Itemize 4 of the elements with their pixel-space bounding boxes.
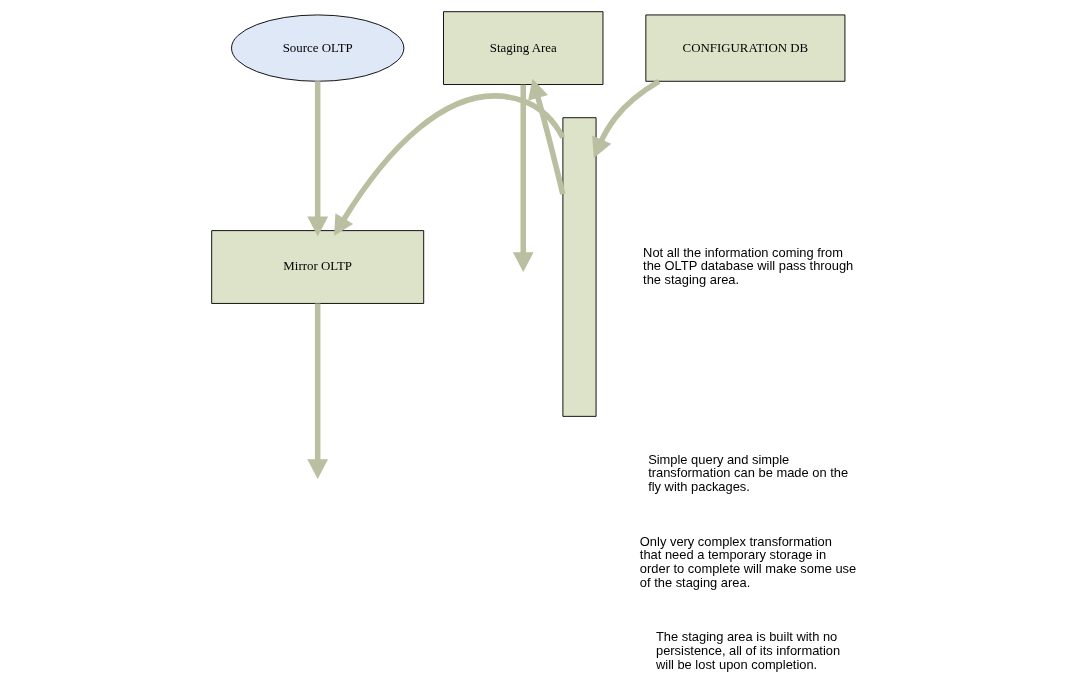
label: Only very complex transformation that need a temporary storage in order to complete will make some use of the staging area.: [639, 533, 856, 591]
label: Not all the information coming from the OLTP database will pass through the staging area.: [642, 244, 853, 288]
label: Simple query and simple transformation can be made on the fly with packages.: [647, 451, 848, 495]
label: The staging area is built with no persistence, all of its information will be lost upon completion.: [655, 629, 840, 673]
